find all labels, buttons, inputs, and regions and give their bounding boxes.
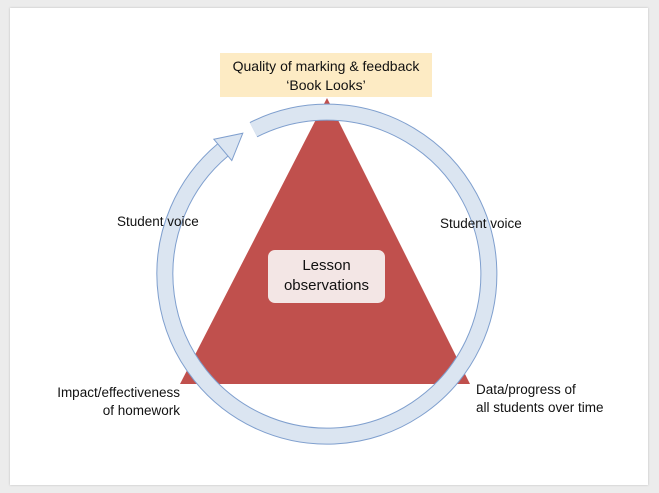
- homework-label-line2: of homework: [102, 403, 180, 418]
- triangle: [180, 98, 470, 384]
- book-looks-box: Quality of marking & feedback ‘Book Look…: [220, 53, 432, 97]
- cycle-ring: [157, 104, 497, 444]
- data-progress-line2: all students over time: [476, 400, 604, 415]
- center-label-line2: observations: [283, 277, 370, 294]
- cycle-arrowhead-icon: [212, 132, 244, 162]
- data-progress-label: Data/progress of all students over time: [476, 381, 604, 417]
- center-label-line1: Lesson: [302, 257, 351, 274]
- top-label-line2: ‘Book Looks’: [286, 77, 366, 93]
- student-voice-left: Student voice: [117, 214, 199, 229]
- homework-label-line1: Impact/effectiveness: [57, 385, 180, 400]
- student-voice-right: Student voice: [440, 216, 522, 231]
- lesson-observations-box: Lesson observations: [268, 250, 385, 303]
- data-progress-line1: Data/progress of: [476, 382, 576, 397]
- top-label-line1: Quality of marking & feedback: [232, 58, 420, 74]
- homework-label: Impact/effectiveness of homework: [57, 384, 180, 420]
